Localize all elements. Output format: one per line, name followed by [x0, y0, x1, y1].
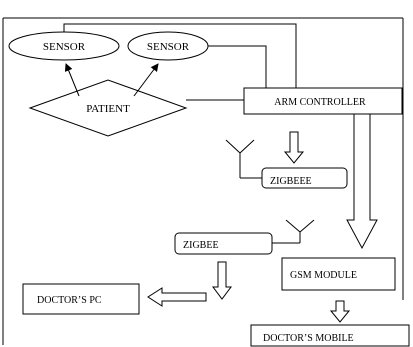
doctors-pc-box — [22, 283, 140, 315]
zigbee-rx-antenna-icon — [272, 219, 315, 244]
doctors-mobile-label: DOCTOR’S MOBILE — [263, 333, 354, 344]
sensor2-to-controller-line — [208, 45, 267, 88]
to-doctors-pc-arrow — [147, 287, 207, 307]
arm-controller-box — [243, 87, 403, 115]
connector-lines — [63, 23, 297, 101]
patient-node — [28, 79, 188, 137]
doctors-pc-label: DOCTOR’S PC — [37, 295, 102, 306]
zigbee-tx-antenna-icon — [225, 139, 262, 179]
controller-to-zigbee-arrow — [283, 131, 305, 164]
sensor-node-2-label: SENSOR — [147, 41, 190, 53]
gsm-to-mobile-arrow — [329, 300, 351, 323]
gsm-module-label: GSM MODULE — [290, 270, 357, 281]
sensor-node-1 — [8, 31, 120, 61]
gsm-module-box — [281, 257, 396, 291]
patient-node-label: PATIENT — [86, 103, 130, 115]
figure-frame — [2, 17, 404, 345]
sensor1-to-controller-line — [63, 23, 297, 88]
patient-to-sensor1-arrow — [64, 63, 80, 97]
zigbee-tx-label: ZIGBEEE — [270, 176, 312, 187]
zigbee-rx-box — [174, 232, 273, 255]
zigbee-rx-label: ZIGBEE — [183, 240, 219, 251]
zigbee-tx-box — [261, 167, 348, 189]
patient-to-sensor2-arrow — [133, 63, 159, 97]
zigbee-rx-down-arrow — [212, 261, 232, 300]
arm-controller-label: ARM CONTROLLER — [274, 97, 366, 108]
sensor-node-2 — [127, 31, 209, 61]
sensor-node-1-label: SENSOR — [43, 41, 86, 53]
controller-to-gsm-arrow — [346, 113, 378, 250]
doctors-mobile-box — [250, 324, 410, 347]
